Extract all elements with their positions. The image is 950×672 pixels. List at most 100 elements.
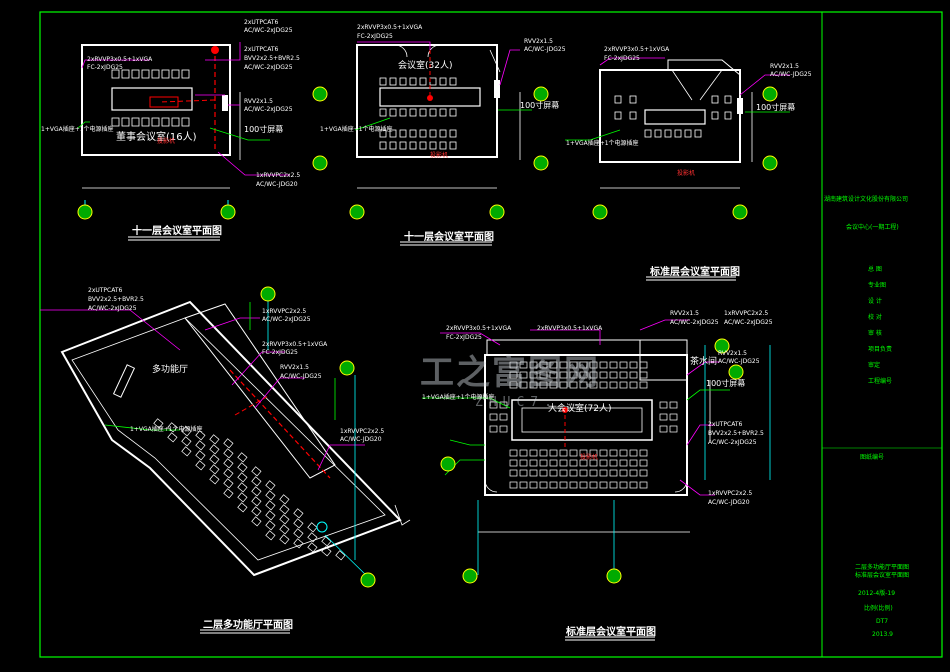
door-swing [427,44,441,58]
seat [539,449,548,457]
seat [599,469,608,477]
seat [549,481,558,489]
seat [549,469,558,477]
seat [195,430,206,441]
spec-label: AC/WC-2xJDG25 [670,319,719,326]
leader [739,74,790,96]
spec-label: RVV2x1.5 [718,350,747,357]
seat [569,469,578,477]
seat [265,520,276,531]
seat [619,361,628,369]
tb-desc2: 标准层会议室平面图 [855,572,910,579]
spec-label: AC/WC-JDG20 [340,436,382,443]
lectern [112,364,136,398]
seat [335,550,346,561]
spec-label: RVV2x1.5 [524,38,553,45]
spec-label: 2xRVVP3x0.5+1xVGA [604,46,670,53]
room-wall [81,44,231,156]
leader [231,351,285,386]
tb-row: 设 计 [868,298,882,305]
spec-label: AC/WC-JDG25 [718,358,760,365]
seat [539,481,548,489]
projector-label: 投影机 [677,170,696,177]
socket-label: 1+VGA插座+1个电源插座 [41,126,114,133]
seat [609,481,618,489]
seat [569,371,578,379]
seat [529,481,538,489]
diagonal-wall [699,69,723,101]
seat [237,462,248,473]
seat [251,476,262,487]
leader [354,117,391,131]
projector-label: 投影机 [157,138,176,145]
spec-label: BVV2x2.5+BVR2.5 [244,55,300,62]
seat [519,361,528,369]
spec-label: AC/WC-2xJDG25 [244,27,293,34]
seat [569,361,578,369]
socket-label: 1+VGA插座+1个电源插座 [320,126,393,133]
leader [422,397,511,409]
seat [669,401,678,409]
tb-row: 审定 [868,362,881,369]
seat [589,449,598,457]
spec-label: 2xRVVP3x0.5+1xVGA [446,325,512,332]
title-floor2: 二层多功能厅平面图 [203,620,293,631]
seat [589,481,598,489]
seat [539,381,548,389]
seat [619,381,628,389]
watermark-sub: ZHUC7... [475,395,586,410]
spec-label: 2xUTPCAT6 [708,421,743,428]
seat [569,381,578,389]
seat [519,459,528,467]
leader [317,444,365,471]
seat [629,361,638,369]
seat [559,469,568,477]
seat [265,510,276,521]
room-wall [356,44,498,158]
seat [265,500,276,511]
seat [589,381,598,389]
leader [686,389,730,401]
seat [659,401,668,409]
seat [529,459,538,467]
room-boardroom: 董事会议室(16人) [116,132,197,143]
seat [609,449,618,457]
screen-label: 100寸屏幕 [520,101,560,110]
spec-label: 1xRVVPC2x2.5 [708,490,753,497]
title-standard-small: 标准层会议室平面图 [650,267,740,278]
seat [181,426,192,437]
seat [669,413,678,421]
leader [440,332,501,346]
screen-label: 100寸屏幕 [244,125,284,134]
socket-label: 1+VGA插座+1个电源插座 [130,426,203,433]
seat [237,492,248,503]
seat [209,434,220,445]
seat [599,361,608,369]
leader [449,439,485,446]
seat [237,472,248,483]
tb-rows: 总 图专业图设 计校 对审 核项目负责审定工程编号 [868,262,892,390]
room-wall [60,300,402,577]
conference-table-inner [521,407,643,433]
seat [619,371,628,379]
tb-row: 校 对 [868,314,882,321]
seat [167,432,178,443]
socket-label: 1+VGA插座+1个电源插座 [566,140,639,147]
seat [629,449,638,457]
seat [509,481,518,489]
tea-room [639,339,688,381]
spec-label: 2xUTPCAT6 [244,46,279,53]
seat [559,361,568,369]
title-floor11a: 十一层会议室平面图 [132,226,222,237]
seat [619,459,628,467]
tb-sheet: DT7 [876,618,889,625]
seat [519,381,528,389]
seat [599,381,608,389]
seat [279,534,290,545]
door-swing [484,479,498,493]
tb-row: 总 图 [868,266,882,273]
seat [579,449,588,457]
seat [589,371,598,379]
axis-bubble [316,521,328,533]
seat [629,381,638,389]
